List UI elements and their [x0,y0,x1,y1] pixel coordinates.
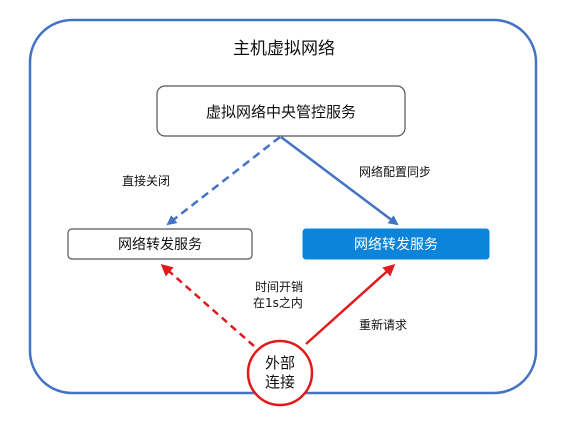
overhead-label-line1: 时间开销 [255,280,303,294]
re-request-arrow [305,263,396,345]
config-sync-arrow [280,136,399,226]
host-container [28,18,538,395]
forward-service-right-label: 网络转发服务 [354,237,438,253]
central-service-box[interactable] [156,85,406,137]
config-sync-label: 网络配置同步 [359,164,431,179]
external-connection-label-line1: 外部 [265,354,295,372]
external-connection-label-line2: 连接 [265,373,295,391]
central-service-label: 虚拟网络中央管控服务 [206,103,356,121]
overhead-label-line2: 在1s之内 [253,296,303,310]
host-title: 主机虚拟网络 [233,39,335,59]
forward-service-left-label: 网络转发服务 [118,237,202,253]
forward-service-right-box[interactable] [302,228,490,260]
overhead-arrow [160,264,255,347]
direct-close-label: 直接关闭 [122,173,170,188]
direct-close-arrow [166,136,281,226]
external-connection-node[interactable] [246,339,314,407]
forward-service-left-box[interactable] [67,228,253,260]
re-request-label: 重新请求 [359,317,407,332]
